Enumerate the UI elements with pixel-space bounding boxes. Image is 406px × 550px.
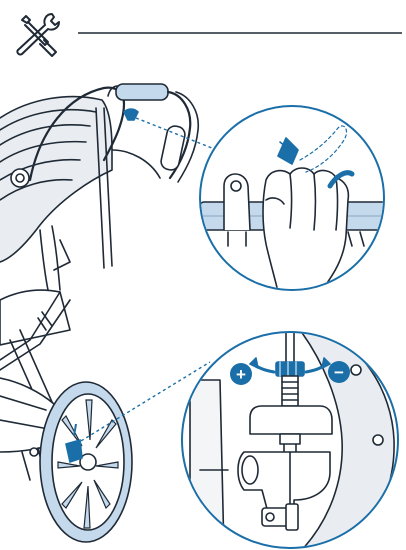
- frame-lower: [0, 291, 71, 371]
- latch-bracket: [223, 173, 251, 231]
- brake-cable: [285, 333, 295, 363]
- frame-upper: [95, 107, 113, 269]
- tighten-plus-badge: +: [230, 363, 252, 385]
- brake-disc: [299, 333, 395, 547]
- handlebar-latch: [123, 108, 139, 121]
- minus-label: −: [334, 363, 344, 382]
- tools-icon: [16, 13, 60, 57]
- brake-caliper: [249, 405, 333, 435]
- plus-label: +: [236, 365, 246, 384]
- front-wheel: [39, 381, 133, 543]
- press-arrow-icon: [277, 137, 299, 165]
- latch-lever: [327, 170, 355, 189]
- hand: [262, 167, 350, 289]
- callout-top: [135, 105, 385, 291]
- handlebar-grip: [115, 83, 169, 101]
- loosen-minus-badge: −: [328, 361, 350, 383]
- brake-caliper-small: [65, 438, 83, 464]
